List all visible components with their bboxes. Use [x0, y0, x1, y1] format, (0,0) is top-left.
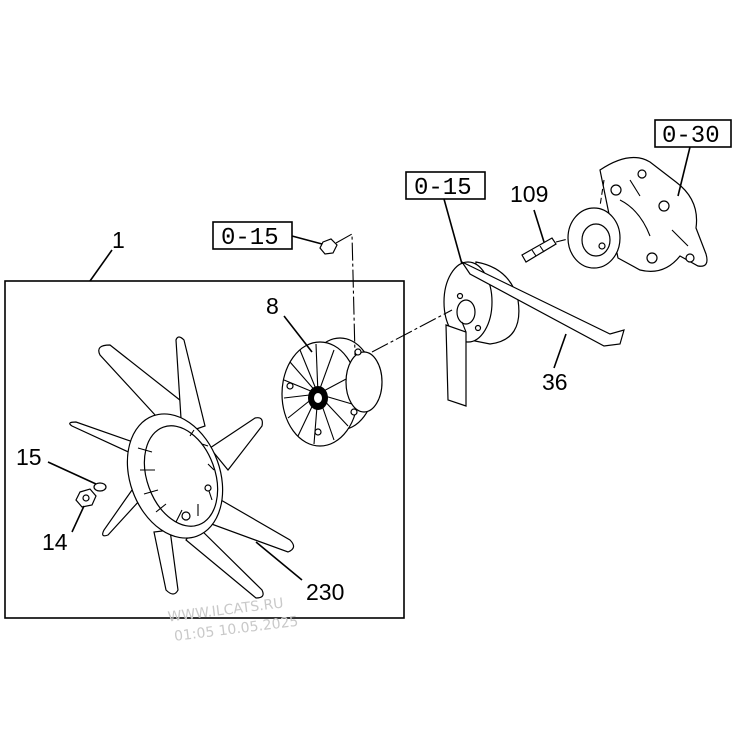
nut-to-clutch-line: [335, 233, 356, 356]
callout-clutch[interactable]: 8: [266, 293, 279, 319]
small-nut: [319, 238, 338, 255]
ref-pulley-box: [405, 171, 486, 200]
ref-pulley-leader: [443, 198, 463, 265]
nut: [75, 488, 97, 508]
callout-washer[interactable]: 15: [16, 444, 42, 470]
stud-leader: [533, 209, 545, 243]
ref-nut-label[interactable]: 0-15: [221, 225, 279, 252]
belt-leader: [553, 333, 567, 369]
clutch-leader: [283, 315, 313, 353]
callout-belt[interactable]: 36: [542, 369, 568, 395]
stud: [521, 237, 557, 263]
watermark: WWW.ILCATS.RU 01:05 10.05.2025: [167, 595, 299, 644]
assembly-leader: [89, 249, 113, 282]
ref-pump-label[interactable]: 0-30: [662, 123, 720, 150]
callout-stud[interactable]: 109: [510, 181, 548, 207]
ref-nut-leader: [291, 235, 323, 245]
callout-fan[interactable]: 230: [306, 579, 344, 605]
assembly-frame: [4, 280, 405, 619]
nut-leader: [71, 505, 85, 533]
washer: [93, 482, 107, 492]
clutch-to-pulley-line: [371, 309, 453, 353]
fan-hub: [126, 413, 224, 539]
ref-pump-leader: [677, 146, 691, 197]
callout-nut[interactable]: 14: [42, 529, 68, 555]
water-pump: [567, 156, 708, 272]
callout-assembly[interactable]: 1: [112, 227, 125, 253]
fan-leader: [255, 541, 303, 581]
pulley: [443, 261, 520, 345]
ref-pulley-label[interactable]: 0-15: [414, 175, 472, 202]
belt: [445, 260, 625, 407]
ref-pump-box: [654, 119, 732, 148]
fan-clutch: [281, 337, 383, 447]
washer-leader: [47, 461, 97, 485]
ref-nut-box: [212, 221, 293, 250]
